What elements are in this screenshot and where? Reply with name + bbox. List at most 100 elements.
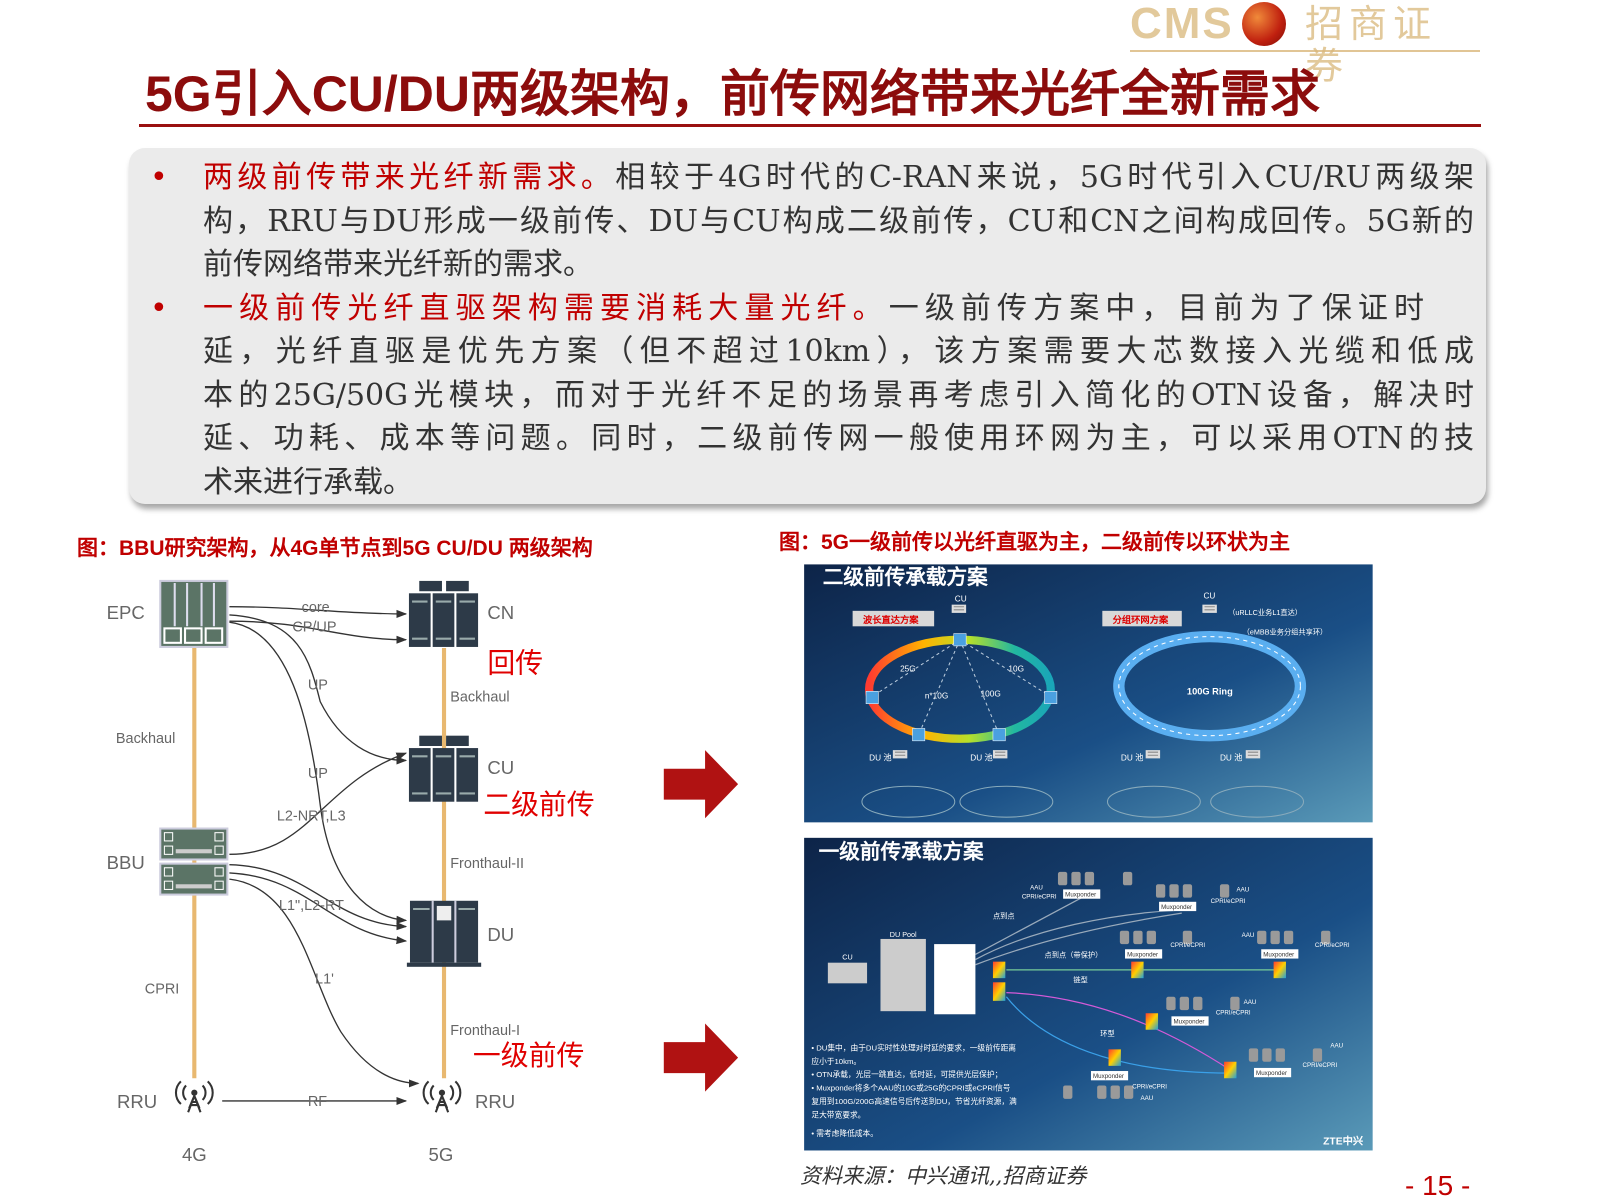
cn-server-icon bbox=[407, 579, 480, 648]
aau-label: AAU bbox=[1330, 1042, 1343, 1049]
cu-label: CU bbox=[1203, 591, 1215, 600]
bullet-2-line: 延、功耗、成本等问题。同时，二级前传网一般使用环网为主，可以采用OTN的技 bbox=[203, 421, 1474, 456]
column-5g: 5G bbox=[429, 1144, 454, 1165]
first-level-fronthaul-image: 一级前传承载方案 CU DU Pool 点到点 点到点（带保护） 链型 环型 M… bbox=[804, 837, 1373, 1151]
du-pool-label: DU 池 bbox=[1121, 752, 1143, 762]
epc-icon bbox=[159, 579, 229, 648]
muxponder-label: Muxponder bbox=[1161, 904, 1192, 911]
cu-label: CU bbox=[955, 595, 967, 604]
cpri-label: CPRI/eCPRI bbox=[1315, 942, 1350, 949]
column-4g: 4G bbox=[182, 1144, 207, 1165]
bullet-1-highlight: 两级前传带来光纤新需求。 bbox=[203, 160, 616, 195]
annotation-backhaul: 回传 bbox=[487, 647, 543, 680]
image-title: 二级前传承载方案 bbox=[823, 565, 988, 589]
cpri-label: CPRI/eCPRI bbox=[1022, 894, 1057, 901]
link-up-1: UP bbox=[308, 677, 328, 693]
cpri-label: CPRI/eCPRI bbox=[1170, 942, 1205, 949]
bullet-1-line: 前传网络带来光纤新的需求。 bbox=[203, 247, 593, 282]
note-line: • 需考虑降低成本。 bbox=[811, 1128, 878, 1138]
arrow-right-icon bbox=[663, 1023, 739, 1092]
bullet-1-text: 相较于4G时代的C-RAN来说，5G时代引入CU/RU两级架 bbox=[615, 160, 1474, 195]
link-l2nrt: L2-NRT,L3 bbox=[277, 808, 346, 824]
bullet-2-line: •一级前传光纤直驱架构需要消耗大量光纤。一级前传方案中，目前为了保证时 bbox=[150, 287, 1424, 331]
muxponder-label: Muxponder bbox=[1263, 951, 1294, 958]
node-rru-4g: RRU bbox=[117, 1091, 157, 1112]
muxponder-label: Muxponder bbox=[1174, 1019, 1205, 1026]
page-title: 5G引入CU/DU两级架构，前传网络带来光纤全新需求 bbox=[145, 66, 1321, 122]
rate-label: 10G bbox=[1008, 665, 1024, 674]
arrow-right-icon bbox=[663, 750, 739, 819]
link-cpri: CPRI bbox=[145, 982, 179, 998]
bullet-dot: • bbox=[150, 160, 168, 195]
logo-globe-icon bbox=[1242, 2, 1286, 46]
page-number: - 15 - bbox=[1405, 1170, 1471, 1201]
p2p-protect-label: 点到点（带保护） bbox=[1045, 951, 1103, 960]
ring-label: 环型 bbox=[1100, 1029, 1114, 1038]
right-figure-caption: 图：5G一级前传以光纤直驱为主，二级前传以环状为主 bbox=[779, 531, 1291, 554]
node-du: DU bbox=[487, 924, 514, 945]
p2p-label: 点到点 bbox=[993, 911, 1015, 920]
muxponder-label: Muxponder bbox=[1127, 951, 1158, 958]
link-l1-l2rt: L1",L2-RT bbox=[279, 898, 344, 914]
link-fronthaul-1: Fronthaul-I bbox=[450, 1023, 520, 1039]
note-line: 足大带宽要求。 bbox=[811, 1109, 865, 1119]
source-note: 资料来源：中兴通讯,,招商证券 bbox=[800, 1164, 1087, 1188]
node-bbu: BBU bbox=[107, 852, 145, 873]
rate-label: n*10G bbox=[925, 692, 948, 701]
annotation-fronthaul-2: 二级前传 bbox=[483, 788, 594, 821]
scheme-wavelength-direct: 波长直达方案 bbox=[863, 614, 919, 625]
aau-label: AAU bbox=[1242, 932, 1255, 939]
cpri-label: CPRI/eCPRI bbox=[1132, 1084, 1167, 1091]
aau-label: AAU bbox=[1030, 884, 1043, 891]
left-figure-caption: 图：BBU研究架构，从4G单节点到5G CU/DU 两级架构 bbox=[77, 537, 593, 560]
bbu-architecture-diagram: EPC BBU RRU CN CU DU RRU 4G 5G core CP/U… bbox=[107, 579, 595, 1165]
du-pool-label: DU Pool bbox=[890, 930, 917, 939]
du-pool-label: DU 池 bbox=[1220, 752, 1242, 762]
link-fronthaul-2: Fronthaul-II bbox=[450, 856, 524, 872]
logo-latin: CMS bbox=[1130, 0, 1234, 48]
bullet-2-line: 本的25G/50G光模块，而对于光纤不足的场景再考虑引入简化的OTN设备，解决时 bbox=[203, 377, 1474, 413]
rate-label: 100G bbox=[981, 689, 1001, 698]
rru-4g-antenna-icon bbox=[174, 1080, 214, 1114]
link-core: core bbox=[302, 600, 330, 616]
embb-note: （eMBB业务分组共享环） bbox=[1243, 628, 1328, 637]
note-line: 复用到100G/200G高速信号后传送到DU，节省光纤资源，满 bbox=[811, 1096, 1017, 1106]
cpri-label: CPRI/eCPRI bbox=[1216, 1009, 1251, 1016]
note-line: • OTN承载，光层一跳直达，低时延，可提供光层保护； bbox=[811, 1069, 1002, 1079]
aau-label: AAU bbox=[1244, 999, 1257, 1006]
link-up-2: UP bbox=[308, 766, 328, 782]
company-logo: CMS 招商证券 bbox=[1130, 0, 1480, 88]
node-epc: EPC bbox=[107, 602, 145, 623]
summary-text: • 两级前传带来光纤新需求。相较于4G时代的C-RAN来说，5G时代引入CU/RU… bbox=[150, 156, 1480, 504]
link-cp-up: CP/UP bbox=[292, 619, 336, 635]
image-title: 一级前传承载方案 bbox=[819, 839, 984, 863]
node-rru-5g: RRU bbox=[475, 1091, 515, 1112]
muxponder-labels: Muxponder Muxponder Muxponder Muxponder … bbox=[1063, 889, 1299, 1081]
cpri-label: CPRI/eCPRI bbox=[1302, 1062, 1337, 1069]
link-rf: RF bbox=[308, 1094, 327, 1110]
zte-brand: ZTE中兴 bbox=[1323, 1134, 1364, 1147]
bullet-1-line: 构，RRU与DU形成一级前传、DU与CU构成二级前传，CU和CN之间构成回传。5… bbox=[203, 203, 1474, 239]
link-backhaul-5g: Backhaul bbox=[450, 690, 509, 706]
node-cu: CU bbox=[487, 757, 514, 778]
migration-arrows bbox=[222, 606, 420, 1105]
muxponder-label: Muxponder bbox=[1065, 892, 1096, 899]
chain-label: 链型 bbox=[1073, 975, 1087, 984]
bullet-2-line: 延，光纤直驱是优先方案（但不超过10km），该方案需要大芯数接入光缆和低成 bbox=[203, 334, 1474, 369]
bullet-2-line: 术来进行承载。 bbox=[203, 464, 413, 500]
aau-label: AAU bbox=[1236, 886, 1249, 893]
urllc-note: （uRLLC业务L1直达） bbox=[1228, 608, 1302, 617]
du-server-icon bbox=[406, 900, 482, 967]
link-backhaul-4g: Backhaul bbox=[116, 731, 175, 747]
cu-label: CU bbox=[842, 953, 852, 962]
du-pool-label: DU 池 bbox=[869, 752, 891, 762]
bullet-1-line: • 两级前传带来光纤新需求。相较于4G时代的C-RAN来说，5G时代引入CU/RU… bbox=[150, 156, 1474, 200]
bullet-dot: • bbox=[150, 290, 168, 326]
logo-chinese: 招商证券 bbox=[1305, 4, 1438, 88]
rru-5g-antenna-icon bbox=[422, 1080, 462, 1114]
ring-label: 100G Ring bbox=[1187, 686, 1233, 696]
rate-label: 25G bbox=[900, 665, 916, 674]
title-divider bbox=[139, 124, 1481, 127]
hex-cells bbox=[861, 785, 1305, 818]
